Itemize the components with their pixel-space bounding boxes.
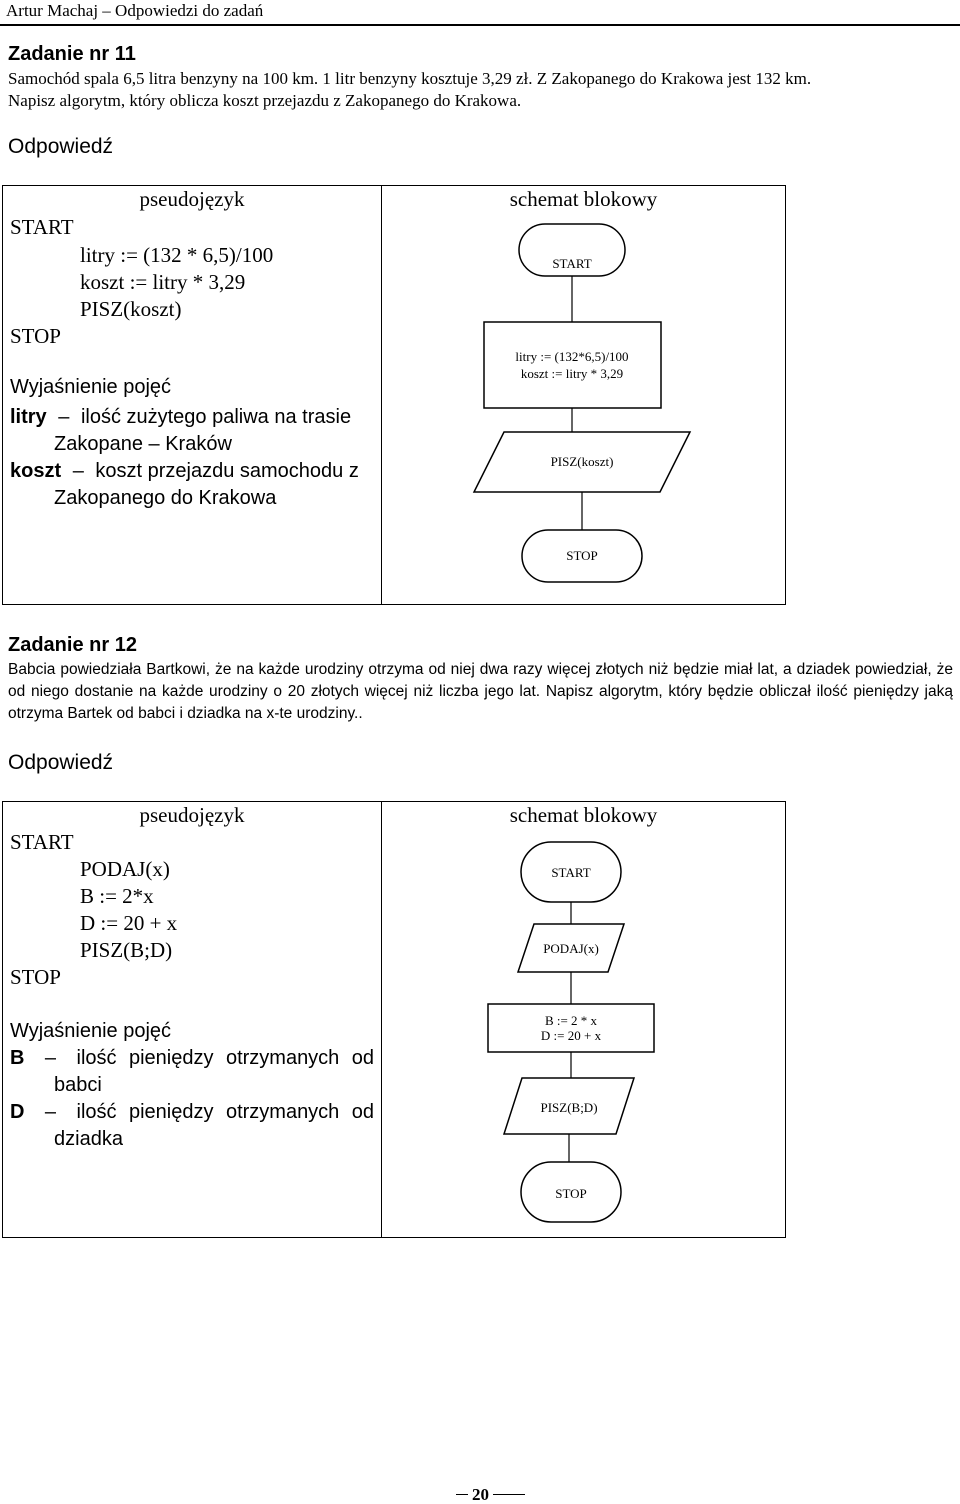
flowchart-output-label: PISZ(koszt) xyxy=(551,454,614,469)
task12-pseudo-line3: D := 20 + x xyxy=(80,911,178,935)
term-litry: litry xyxy=(10,406,47,428)
flowchart-output-label: PISZ(B;D) xyxy=(540,1100,597,1115)
flowchart-output-parallelogram xyxy=(472,431,692,493)
flowchart-stop-terminal xyxy=(521,529,643,583)
task11-flowchart: START litry := (132*6,5)/100 koszt := li… xyxy=(472,223,692,583)
flowchart-process-line1: B := 2 * x xyxy=(545,1013,598,1028)
task12-title: Zadanie nr 12 xyxy=(8,634,137,656)
task12-explanation-item-b: B – ilość pieniędzy otrzymanych od babci xyxy=(10,1045,374,1099)
flowchart-stop-label: STOP xyxy=(566,548,598,563)
task11-pseudo-stop: STOP xyxy=(10,324,61,348)
flowchart-process-box xyxy=(483,321,662,409)
flowchart-output-parallelogram xyxy=(502,1077,636,1135)
flowchart-process-line2: koszt := litry * 3,29 xyxy=(521,366,623,381)
header-divider xyxy=(0,24,960,26)
term-dash: – xyxy=(58,406,70,428)
term-b: B xyxy=(10,1047,25,1069)
term-b-desc: ilość pieniędzy otrzymanych od babci xyxy=(54,1047,375,1096)
task12-pseudo-header: pseudojęzyk xyxy=(139,803,245,827)
page-number: 20 xyxy=(472,1485,489,1504)
flowchart-start-label: START xyxy=(552,256,591,271)
task12-flow-cell xyxy=(381,801,786,1238)
task11-pseudo-line2: koszt := litry * 3,29 xyxy=(80,270,246,294)
term-dash: – xyxy=(44,1101,57,1123)
task11-text-line2: Napisz algorytm, który oblicza koszt prz… xyxy=(8,91,522,110)
flowchart-input-label: PODAJ(x) xyxy=(543,941,599,956)
task11-pseudo-header: pseudojęzyk xyxy=(139,187,245,211)
task12-pseudo-line1: PODAJ(x) xyxy=(80,857,170,881)
task12-pseudo-start: START xyxy=(10,830,74,854)
term-dash: – xyxy=(44,1047,57,1069)
task11-flow-cell xyxy=(381,185,786,605)
task12-flow-header: schemat blokowy xyxy=(509,803,658,827)
flowchart-process-line1: litry := (132*6,5)/100 xyxy=(515,349,628,364)
flowchart-stop-terminal xyxy=(520,1161,622,1223)
page-header: Artur Machaj – Odpowiedzi do zadań xyxy=(6,1,264,20)
footer-rule-left xyxy=(456,1494,468,1495)
task12-pseudo-line4: PISZ(B;D) xyxy=(80,938,173,962)
flowchart-input-parallelogram xyxy=(516,923,626,973)
task11-explanation-title: Wyjaśnienie pojęć xyxy=(10,376,172,398)
task12-explanation-item-d: D – ilość pieniędzy otrzymanych od dziad… xyxy=(10,1099,374,1153)
flowchart-start-label: START xyxy=(551,865,590,880)
term-koszt-desc: koszt przejazdu samochodu z Zakopanego d… xyxy=(54,460,359,509)
task11-explanation-item-koszt: koszt – koszt przejazdu samochodu z Zako… xyxy=(10,458,374,512)
task12-answer-label: Odpowiedź xyxy=(8,751,114,774)
flowchart-process-line2: D := 20 + x xyxy=(541,1028,602,1043)
task11-answer-label: Odpowiedź xyxy=(8,135,114,158)
task11-pseudo-line3: PISZ(koszt) xyxy=(80,297,182,321)
task11-title: Zadanie nr 11 xyxy=(8,43,136,65)
term-d: D xyxy=(10,1101,25,1123)
task11-explanation-item-litry: litry – ilość zużytego paliwa na trasie … xyxy=(10,404,374,458)
task11-pseudo-start: START xyxy=(10,215,74,239)
task11-flow-header: schemat blokowy xyxy=(509,187,658,211)
task11-pseudo-line1: litry := (132 * 6,5)/100 xyxy=(80,243,274,267)
task12-pseudo-line2: B := 2*x xyxy=(80,884,154,908)
task12-pseudo-stop: STOP xyxy=(10,965,61,989)
task12-flowchart: START PODAJ(x) B := 2 * x D := 20 + x PI… xyxy=(487,841,655,1223)
task12-explanation-title: Wyjaśnienie pojęć xyxy=(10,1020,172,1042)
term-d-desc: ilość pieniędzy otrzymanych od dziadka xyxy=(54,1101,375,1150)
term-koszt: koszt xyxy=(10,460,62,482)
task12-text: Babcia powiedziała Bartkowi, że na każde… xyxy=(8,661,953,722)
footer-rule xyxy=(493,1494,525,1495)
term-litry-desc: ilość zużytego paliwa na trasie Zakopane… xyxy=(54,406,352,455)
task11-text-line1: Samochód spala 6,5 litra benzyny na 100 … xyxy=(8,69,812,88)
flowchart-stop-label: STOP xyxy=(555,1186,587,1201)
term-dash: – xyxy=(72,460,84,482)
